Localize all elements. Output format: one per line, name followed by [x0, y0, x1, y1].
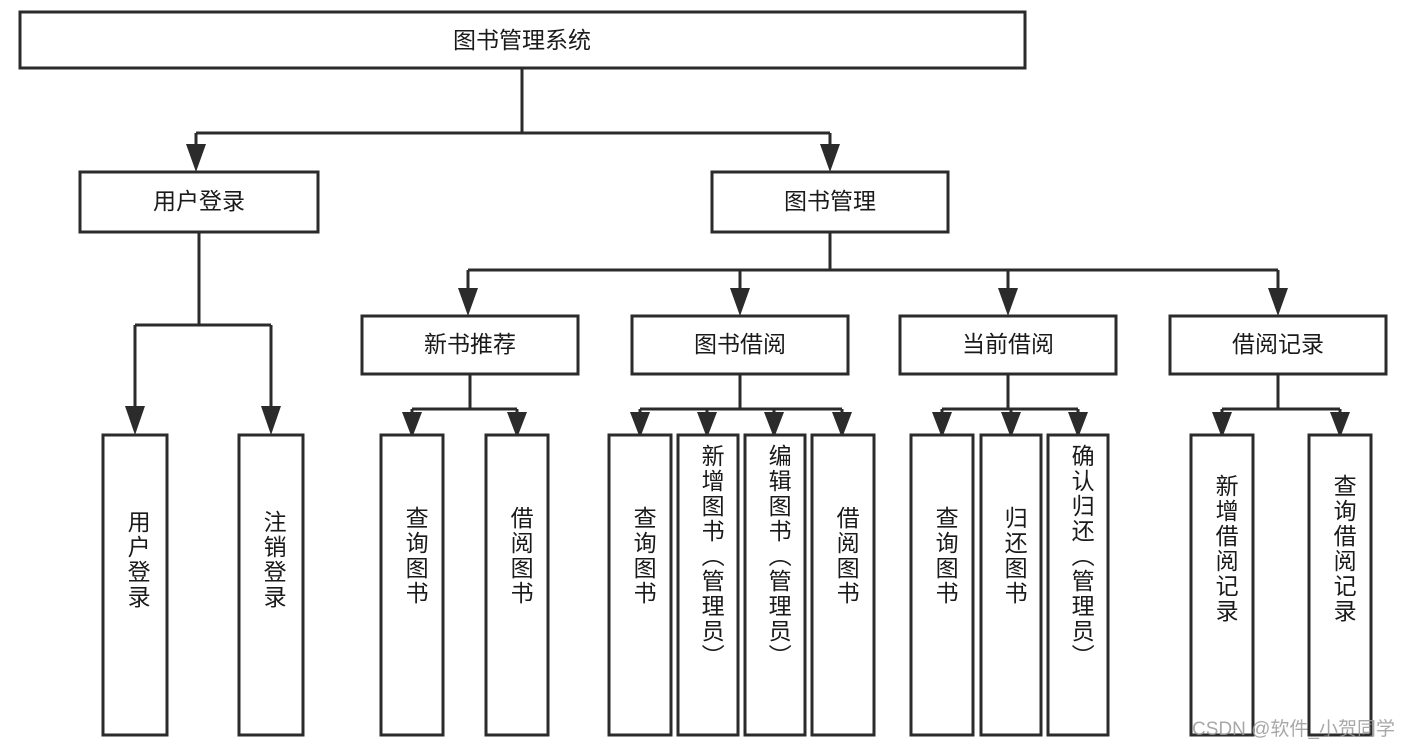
node-root-box[interactable]: [18, 10, 1027, 70]
csdn-watermark: CSDN @软件_小贺同学: [1192, 719, 1395, 740]
node-new-book-recommend-box[interactable]: [360, 314, 580, 376]
arrowhead-leaf-user-login: [125, 406, 145, 435]
node-book-borrow-box[interactable]: [630, 314, 850, 376]
node-leaf-confirm-return-label: 确认归还（管理员）: [1068, 444, 1095, 669]
node-leaf-user-login-box[interactable]: [101, 433, 169, 737]
arrowhead-borrow-record: [1268, 288, 1288, 316]
node-leaf-add-book-box[interactable]: [676, 433, 740, 737]
arrowhead-leaf-add-book: [697, 412, 717, 438]
arrowhead-current-borrow: [998, 288, 1018, 316]
arrowhead-book-management: [820, 144, 840, 172]
arrowhead-leaf-add-record: [1212, 412, 1232, 438]
node-user-login-box[interactable]: [78, 170, 320, 234]
node-root[interactable]: 图书管理系统: [18, 10, 1027, 70]
node-user-login-label: 用户登录: [153, 188, 245, 214]
node-leaf-return-book-label: 归还图书: [1001, 506, 1028, 606]
arrowhead-leaf-confirm-return: [1068, 412, 1088, 438]
arrowhead-user-login: [186, 144, 206, 172]
arrowhead-leaf-query-book-2: [630, 412, 650, 438]
node-leaf-borrow-book-1-box[interactable]: [484, 433, 550, 737]
arrowhead-leaf-query-book-3: [932, 412, 952, 438]
arrowhead-book-borrow: [730, 288, 750, 316]
arrowhead-leaf-return-book: [1001, 412, 1021, 438]
arrowhead-leaf-borrow-book-1: [507, 412, 527, 438]
nodes-layer: 图书管理系统 用户登录 图书管理 新书推荐 图书借阅 当前: [18, 10, 1388, 737]
node-root-label: 图书管理系统: [453, 27, 591, 53]
node-leaf-query-book-1-box[interactable]: [379, 433, 445, 737]
node-book-management-label: 图书管理: [784, 188, 876, 214]
node-book-management-box[interactable]: [710, 170, 950, 234]
node-borrow-record-box[interactable]: [1168, 314, 1388, 376]
node-leaf-user-logout-box[interactable]: [237, 433, 305, 737]
node-new-book-recommend-label: 新书推荐: [424, 331, 516, 357]
node-leaf-user-logout-label: 注销登录: [260, 510, 287, 610]
node-leaf-return-book-box[interactable]: [979, 433, 1043, 737]
node-leaf-add-record-label: 新增借阅记录: [1212, 474, 1239, 624]
node-borrow-record[interactable]: 借阅记录: [1168, 314, 1388, 376]
edges-layer: [125, 68, 1350, 438]
node-leaf-query-book-3-box[interactable]: [909, 433, 975, 737]
node-leaf-query-record-label: 查询借阅记录: [1330, 474, 1357, 624]
arrowhead-leaf-query-record: [1330, 412, 1350, 438]
node-book-management[interactable]: 图书管理: [710, 170, 950, 234]
node-book-borrow[interactable]: 图书借阅: [630, 314, 850, 376]
arrowhead-leaf-edit-book: [764, 412, 784, 438]
node-leaf-query-book-2-label: 查询图书: [630, 506, 657, 606]
node-current-borrow-label: 当前借阅: [962, 331, 1054, 357]
arrowhead-new-book-recommend: [458, 288, 478, 316]
node-leaf-edit-book-label: 编辑图书（管理员）: [765, 444, 792, 669]
node-book-borrow-label: 图书借阅: [694, 331, 786, 357]
node-leaf-add-book-label: 新增图书（管理员）: [698, 444, 725, 669]
node-leaf-query-book-2-box[interactable]: [607, 433, 673, 737]
node-current-borrow-box[interactable]: [898, 314, 1118, 376]
node-leaf-query-book-1-label: 查询图书: [402, 506, 429, 606]
arrowhead-leaf-user-logout: [261, 406, 281, 435]
node-current-borrow[interactable]: 当前借阅: [898, 314, 1118, 376]
node-leaf-borrow-book-2-box[interactable]: [810, 433, 876, 737]
node-leaf-query-book-3-label: 查询图书: [932, 506, 959, 606]
node-leaf-add-record-box[interactable]: [1189, 433, 1255, 737]
node-leaf-borrow-book-2-label: 借阅图书: [833, 506, 860, 606]
node-leaf-edit-book-box[interactable]: [743, 433, 807, 737]
node-user-login[interactable]: 用户登录: [78, 170, 320, 234]
node-leaf-user-login-label: 用户登录: [124, 510, 151, 610]
node-new-book-recommend[interactable]: 新书推荐: [360, 314, 580, 376]
arrowhead-leaf-query-book-1: [402, 412, 422, 438]
node-borrow-record-label: 借阅记录: [1232, 331, 1324, 357]
arrowhead-leaf-borrow-book-2: [832, 412, 852, 438]
node-leaf-borrow-book-1-label: 借阅图书: [507, 506, 534, 606]
node-leaf-confirm-return-box[interactable]: [1046, 433, 1110, 737]
node-leaf-query-record-box[interactable]: [1307, 433, 1373, 737]
